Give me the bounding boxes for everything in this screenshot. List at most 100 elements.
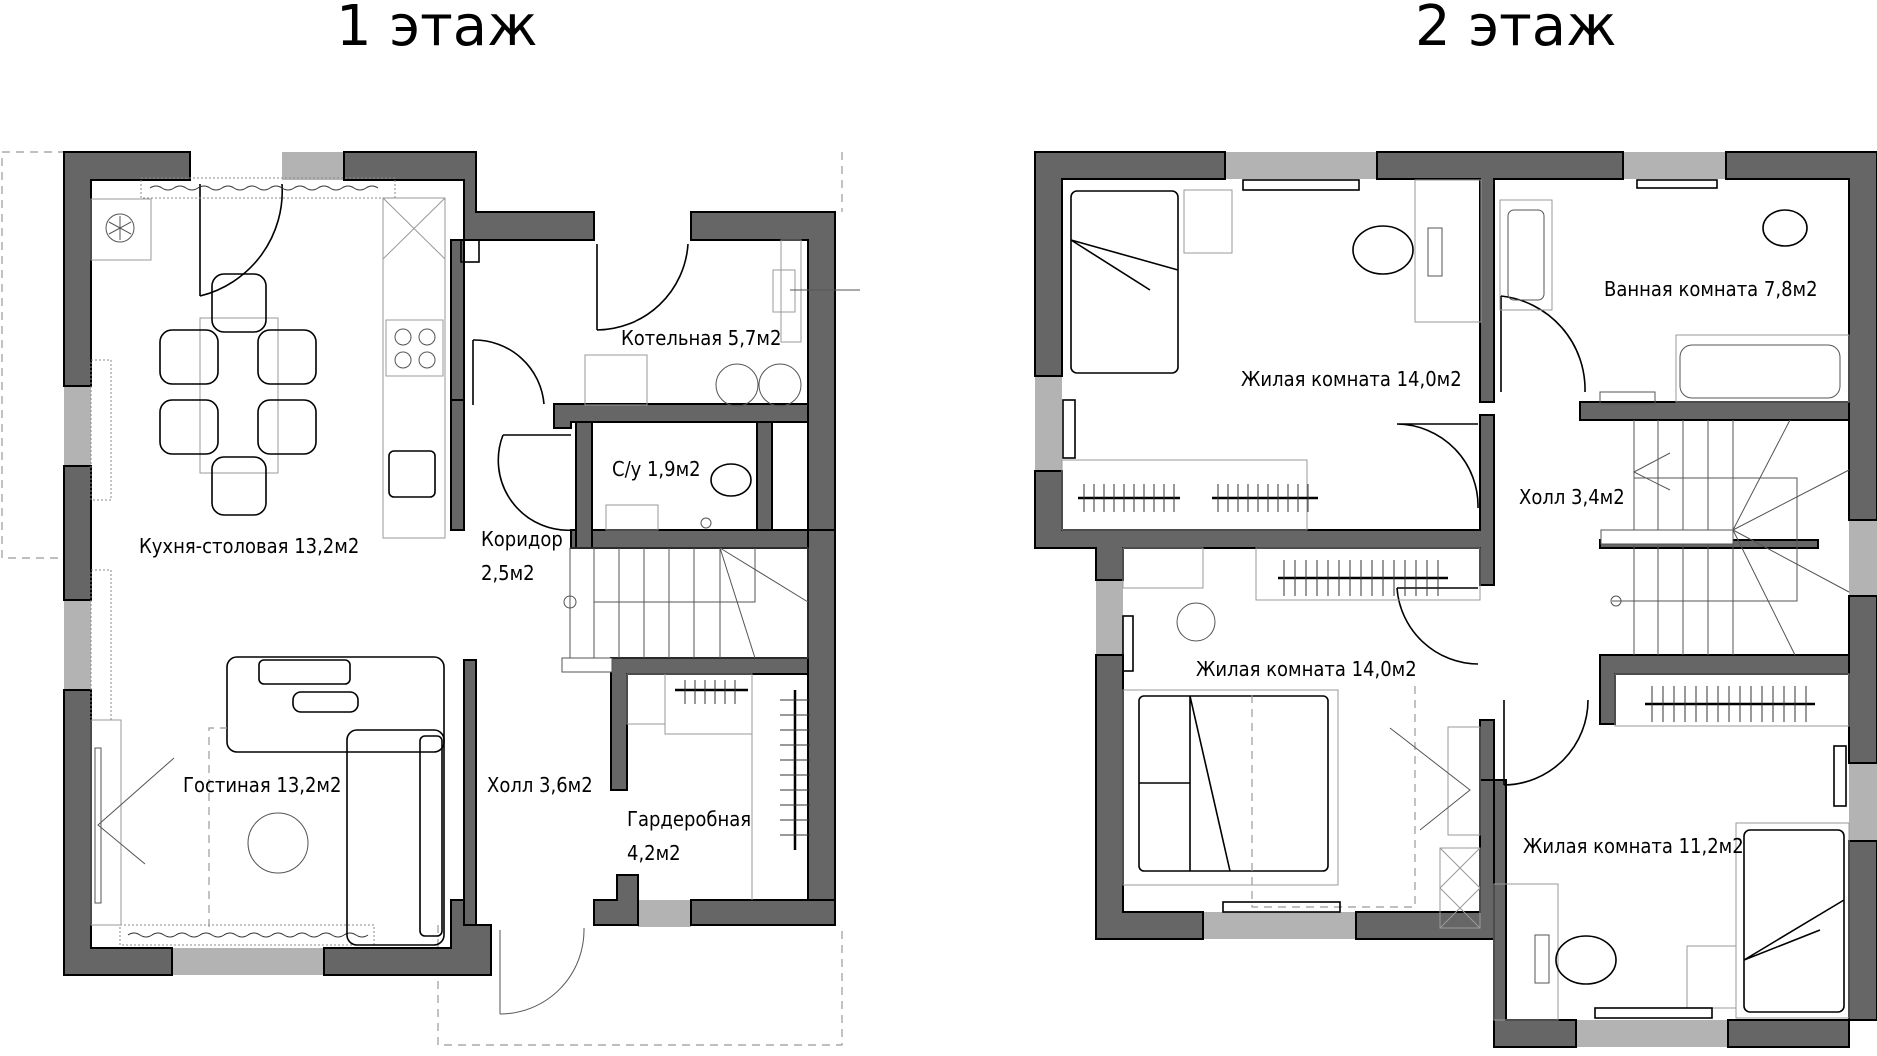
kitchen-counter [382, 197, 446, 539]
wall [575, 421, 593, 549]
ventilation-icon [105, 213, 135, 243]
room-label-hall-1: Холл 3,6м2 [487, 773, 593, 797]
vanity [1499, 199, 1553, 311]
rug-outline [1251, 680, 1416, 908]
window [1035, 376, 1062, 471]
coffee-table [247, 812, 309, 874]
tv-view-angle [1389, 727, 1471, 831]
toilet [1762, 209, 1808, 247]
door-kitchen-entrance[interactable] [199, 183, 284, 297]
wall [1725, 151, 1877, 521]
room-label-living: Гостиная 13,2м2 [183, 773, 341, 797]
bed-area [1735, 822, 1850, 1019]
door-boiler-inner[interactable] [472, 339, 545, 405]
desk [1414, 179, 1482, 323]
terrace-left-outline [1, 151, 66, 559]
wall [450, 399, 465, 531]
toilet [710, 463, 752, 497]
wall [1579, 401, 1850, 421]
hangers [1651, 686, 1807, 722]
tv-stand [1447, 726, 1481, 836]
fridge-box [382, 197, 446, 260]
hangers [1283, 560, 1439, 596]
floor-1-plan [1, 151, 860, 1046]
bath-step [1599, 391, 1656, 405]
staircase [561, 547, 809, 673]
room-label-bedroom-2: Жилая комната 14,0м2 [1196, 657, 1417, 681]
room-label-wardrobe-area: 4,2м2 [627, 841, 681, 865]
bed-blanket [1070, 239, 1179, 291]
burner [418, 328, 436, 346]
radiator [1122, 615, 1134, 672]
radiator [1833, 745, 1847, 807]
radiator-wave [149, 185, 379, 191]
wall [1034, 151, 1226, 377]
room-label-kitchen: Кухня-столовая 13,2м2 [139, 534, 359, 558]
tv-view-angle [97, 757, 175, 865]
door-wc[interactable] [497, 434, 575, 532]
window [1203, 912, 1356, 939]
wardrobe [1061, 459, 1308, 531]
single-bed [1743, 829, 1845, 1013]
door-bedroom-1[interactable] [1396, 423, 1479, 509]
office-chair [1352, 225, 1414, 275]
bed-blanket [1139, 695, 1231, 872]
window [1225, 152, 1377, 179]
wall [593, 874, 639, 926]
bed-blanket [1743, 899, 1845, 961]
wall [807, 529, 836, 901]
room-label-corridor-area: 2,5м2 [481, 561, 535, 585]
wall [463, 659, 477, 926]
room-label-bedroom-1: Жилая комната 14,0м2 [1241, 367, 1462, 391]
hangers [684, 680, 810, 836]
window [64, 600, 91, 690]
radiator [1242, 179, 1360, 191]
burner [418, 351, 436, 369]
dining-table [199, 317, 279, 474]
tank [758, 363, 802, 407]
wall [63, 151, 191, 387]
single-bed [1070, 190, 1179, 374]
room-label-hall-2: Холл 3,4м2 [1519, 485, 1625, 509]
boiler-unit [772, 269, 796, 313]
wall [1599, 654, 1850, 725]
office-chair [1555, 935, 1617, 985]
wall [570, 529, 809, 549]
wall [63, 689, 173, 976]
window [64, 386, 91, 466]
room-labels: Кухня-столовая 13,2м2 Котельная 5,7м2 С/… [139, 277, 1818, 865]
door-bedroom-3[interactable] [1503, 699, 1589, 786]
radiator [1222, 901, 1341, 913]
wardrobe [1255, 547, 1481, 601]
door-front[interactable] [499, 927, 585, 1015]
radiator [140, 177, 396, 199]
burner [394, 328, 412, 346]
window [282, 152, 344, 180]
wall [756, 421, 773, 531]
door-bedroom-2[interactable] [1396, 587, 1479, 665]
window [1623, 152, 1726, 179]
radiator [90, 359, 112, 501]
wall [1727, 840, 1877, 1048]
wall [553, 403, 809, 429]
wall [1376, 151, 1624, 403]
wc-sink [605, 504, 659, 531]
staircase [1600, 419, 1850, 656]
snowflake-icon [108, 216, 132, 240]
dining-chairs [159, 273, 317, 516]
window [1849, 520, 1877, 596]
room-label-wc: С/у 1,9м2 [612, 457, 701, 481]
hangers [1083, 484, 1309, 512]
floor-2-plan [1034, 151, 1877, 1048]
radiator [119, 924, 375, 946]
wall [1848, 595, 1877, 764]
corner-sofa [226, 656, 445, 946]
window [1576, 1020, 1728, 1047]
door-boiler-entrance[interactable] [596, 243, 689, 331]
clothes-rail [675, 688, 797, 850]
wardrobe [1614, 673, 1850, 727]
monitor [1534, 934, 1550, 984]
porch-outline [437, 925, 843, 1046]
floor-1-title: 1 этаж [336, 0, 538, 59]
wall [1355, 719, 1495, 940]
